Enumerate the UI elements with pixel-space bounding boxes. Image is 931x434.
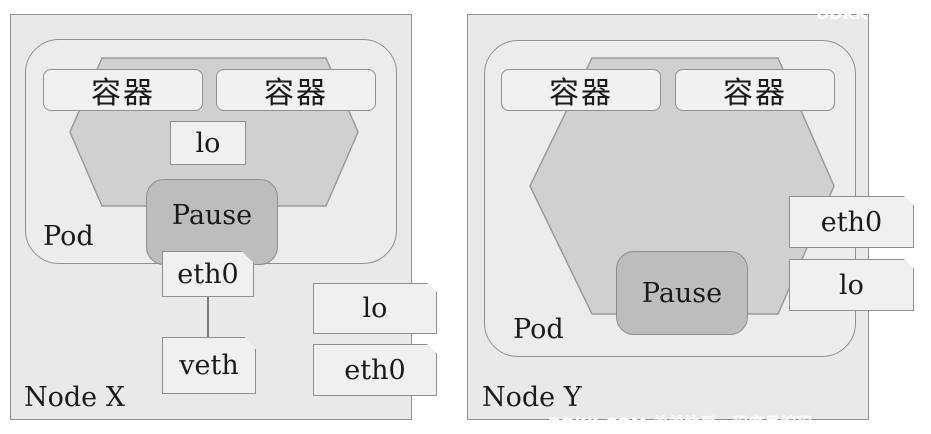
node-x-veth: veth bbox=[162, 337, 256, 394]
node-x-container-2: 容器 bbox=[216, 69, 376, 111]
node-y-container-1: 容器 bbox=[501, 69, 661, 111]
node-x-pod-eth0: eth0 bbox=[162, 251, 254, 297]
node-y-lo: lo bbox=[789, 259, 914, 311]
node-x-pod-lo: lo bbox=[170, 121, 246, 165]
node-y-pod-label: Pod bbox=[513, 314, 564, 345]
node-x-label: Node X bbox=[24, 382, 125, 413]
node-x-pod-label: Pod bbox=[43, 221, 94, 252]
node-x-pause: Pause bbox=[146, 179, 278, 265]
watermark-bottom: DDKK.COM 弟弟快看，程序员编程 bbox=[548, 414, 813, 433]
node-x-container-1: 容器 bbox=[43, 69, 203, 111]
node-x-pause-label: Pause bbox=[171, 200, 253, 231]
node-y-eth0: eth0 bbox=[789, 196, 914, 248]
node-x-host-eth0: eth0 bbox=[313, 344, 437, 396]
node-x-host-lo: lo bbox=[313, 283, 437, 334]
watermark-top: DDKK bbox=[816, 4, 868, 23]
node-y-hexagon bbox=[529, 57, 835, 315]
node-y-pause: Pause bbox=[616, 251, 748, 335]
node-y-label: Node Y bbox=[482, 382, 582, 413]
node-y-container-2: 容器 bbox=[675, 69, 835, 111]
node-y-pause-label: Pause bbox=[641, 277, 723, 309]
